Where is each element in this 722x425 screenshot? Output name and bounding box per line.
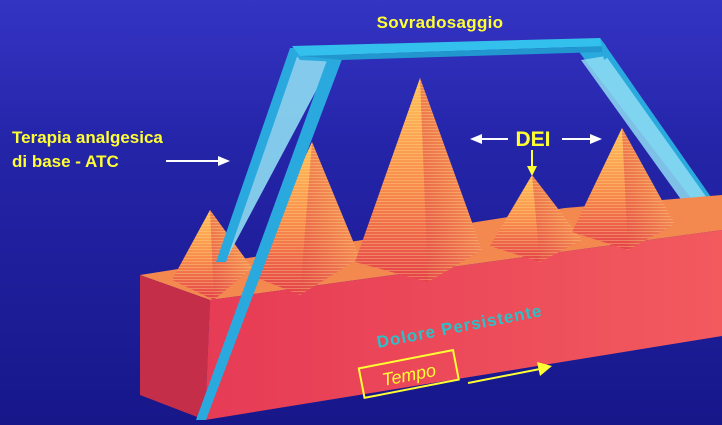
block-side-face xyxy=(140,275,210,420)
baseline-therapy-label-line1: Terapia analgesica xyxy=(12,128,163,147)
right-arrow-icon xyxy=(590,134,602,144)
peak-5 xyxy=(572,128,675,250)
overdose-band-back xyxy=(573,42,720,212)
left-arrow-icon xyxy=(470,134,482,144)
breakthrough-down-arrow xyxy=(527,150,537,176)
breakthrough-peaks xyxy=(172,78,675,300)
baseline-therapy-arrow xyxy=(166,156,230,166)
down-arrow-icon xyxy=(527,166,537,176)
breakthrough-right-arrow xyxy=(562,134,602,144)
baseline-therapy-label-line2: di base - ATC xyxy=(12,152,119,171)
right-arrow-icon xyxy=(537,362,552,376)
breakthrough-label: DEI xyxy=(515,128,550,151)
peak-3 xyxy=(355,78,482,282)
right-arrow-icon xyxy=(218,156,230,166)
breakthrough-left-arrow xyxy=(470,134,508,144)
overdose-label: Sovradosaggio xyxy=(377,13,504,32)
peak-2 xyxy=(250,142,360,295)
peak-4 xyxy=(490,175,582,262)
block-front-face xyxy=(205,230,722,420)
overdose-band-front xyxy=(196,38,610,420)
peak-1 xyxy=(172,210,252,300)
